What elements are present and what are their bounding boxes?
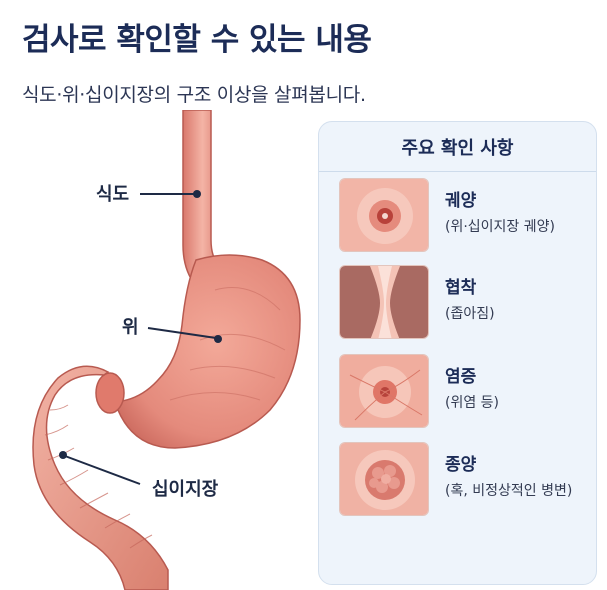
page-title: 검사로 확인할 수 있는 내용 <box>22 22 372 58</box>
finding-name: 염증 <box>445 367 477 387</box>
finding-desc: (혹, 비정상적인 병변) <box>445 483 573 499</box>
page-subtitle: 식도·위·십이지장의 구조 이상을 살펴봅니다. <box>22 84 366 106</box>
finding-name: 궤양 <box>445 191 477 211</box>
label-esophagus: 식도 <box>96 184 130 205</box>
duodenum-dot <box>59 451 67 459</box>
finding-stricture: 협착 (좁아짐) <box>339 265 589 339</box>
finding-tumor: 종양 (혹, 비정상적인 병변) <box>339 442 589 516</box>
pylorus-shape <box>95 372 125 414</box>
panel-title: 주요 확인 사항 <box>319 122 596 172</box>
stomach-dot <box>214 335 222 343</box>
finding-name: 협착 <box>445 278 477 298</box>
inflammation-image <box>339 354 429 428</box>
label-stomach: 위 <box>122 317 139 338</box>
stricture-image <box>339 265 429 339</box>
finding-name: 종양 <box>445 455 477 475</box>
stomach-leader <box>147 327 217 339</box>
ulcer-image <box>339 178 429 252</box>
finding-desc: (좁아짐) <box>445 306 495 322</box>
finding-desc: (위·십이지장 궤양) <box>445 219 555 235</box>
tumor-image <box>339 442 429 516</box>
finding-desc: (위염 등) <box>445 395 500 411</box>
label-duodenum: 십이지장 <box>152 479 219 500</box>
gi-tract-illustration <box>32 110 301 590</box>
finding-inflammation: 염증 (위염 등) <box>339 354 589 428</box>
findings-panel: 주요 확인 사항 궤양 (위·십이지장 궤양) 협착 (좁아짐) <box>318 121 597 585</box>
duodenum-leader <box>64 455 141 485</box>
duodenum-shape <box>32 365 169 590</box>
esophagus-dot <box>193 190 201 198</box>
finding-ulcer: 궤양 (위·십이지장 궤양) <box>339 178 589 252</box>
stomach-shape <box>113 254 301 449</box>
